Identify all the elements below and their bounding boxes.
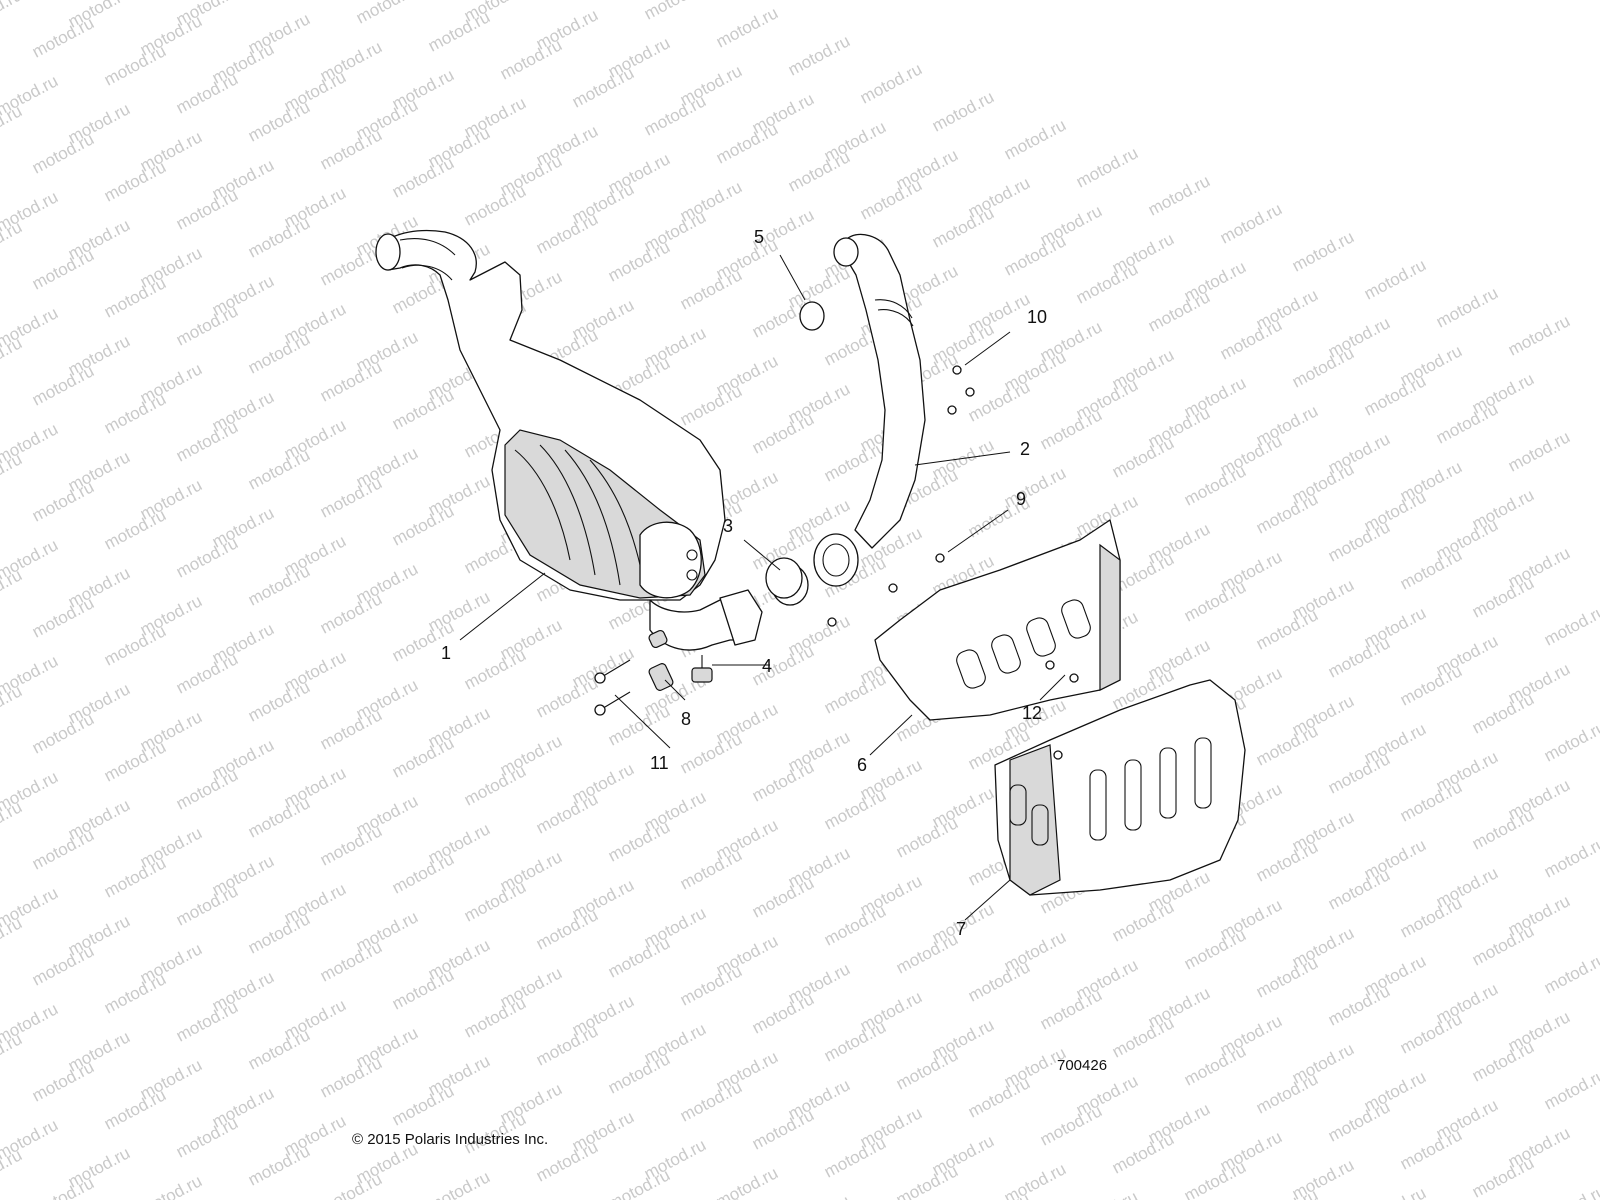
diagram-number: 700426 (1057, 1057, 1108, 1074)
heat-shield-lower (994, 679, 1246, 896)
callout-2: 2 (1020, 439, 1031, 459)
hardware (594, 365, 1079, 760)
callout-3: 3 (723, 516, 734, 536)
exhaust-pipe (813, 233, 926, 587)
gasket-sleeve (765, 557, 809, 606)
callout-7: 7 (956, 919, 967, 939)
callout-9: 9 (1016, 489, 1027, 509)
callout-8: 8 (681, 709, 692, 729)
callout-11: 11 (650, 753, 669, 773)
heat-shield-upper (874, 519, 1121, 721)
copyright-text: © 2015 Polaris Industries Inc. (352, 1131, 549, 1148)
muffler-assembly (375, 229, 763, 651)
callout-6: 6 (857, 755, 868, 775)
callout-5: 5 (754, 227, 765, 247)
callout-4: 4 (762, 656, 773, 676)
callout-1: 1 (441, 643, 452, 663)
leader-lines (459, 254, 1066, 921)
ring-gasket (799, 301, 825, 331)
callout-12: 12 (1022, 703, 1043, 723)
callout-10: 10 (1027, 307, 1048, 327)
